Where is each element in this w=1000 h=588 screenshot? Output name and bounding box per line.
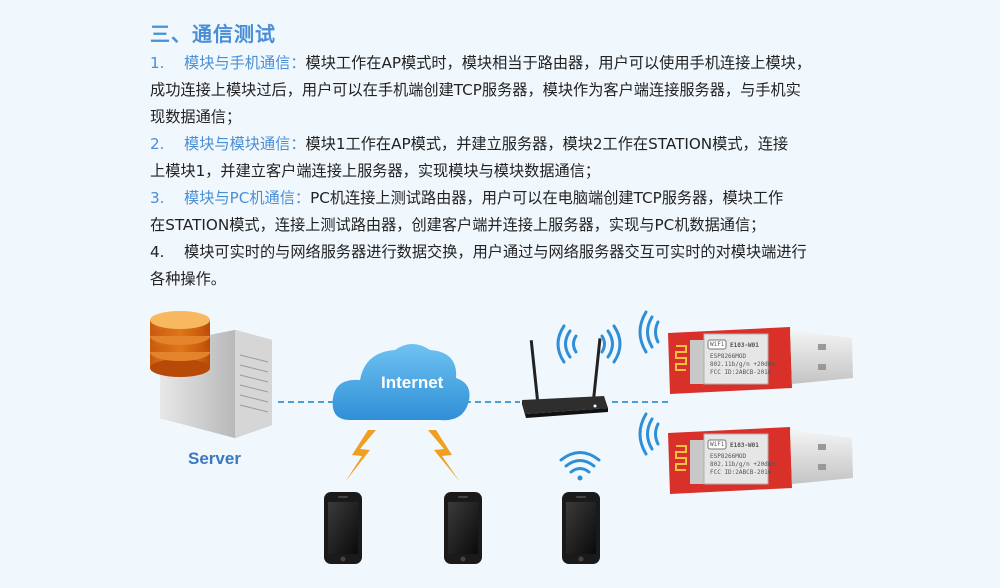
module-spec-line: FCC ID:2ABCB-2016: [710, 369, 772, 376]
server-label: Server: [188, 449, 241, 468]
item-text: 模块可实时的与网络服务器进行数据交换，用户通过与网络服务器交互可实时的对模块端进…: [184, 243, 807, 261]
item-heading: 模块与手机通信：: [184, 54, 306, 72]
item-text-line: 现数据通信；: [150, 108, 242, 126]
cloud-icon: [332, 344, 470, 421]
item-number: 2.: [150, 135, 165, 153]
module-spec-line: ESP8266MOD: [710, 453, 747, 460]
module-wifi-badge: WiFi: [710, 441, 725, 448]
module-spec-line: 802.11b/g/n +20dBm: [710, 461, 776, 468]
item-2: 2. 模块与模块通信：模块1工作在AP模式，并建立服务器，模块2工作在STATIO…: [150, 131, 865, 185]
module-model: E103-W01: [730, 442, 759, 449]
item-heading: 模块与PC机通信：: [184, 189, 311, 207]
item-text-line: 成功连接上模块过后，用户可以在手机端创建TCP服务器，模块作为客户端连接服务器，…: [150, 81, 801, 99]
item-heading: 模块与模块通信：: [184, 135, 306, 153]
item-text: 模块工作在AP模式时，模块相当于路由器，用户可以使用手机连接上模块，: [305, 54, 812, 72]
wifi-module-icon: [668, 427, 853, 494]
lightning-icon: [428, 430, 460, 482]
module-wifi-badge: WiFi: [710, 341, 725, 348]
module-spec-line: 802.11b/g/n +20dBm: [710, 361, 776, 368]
lightning-icon: [345, 430, 376, 482]
section-title: 三、通信测试: [150, 22, 276, 46]
item-text-line: 在STATION模式，连接上测试路由器，创建客户端并连接上服务器，实现与PC机数…: [150, 216, 766, 234]
module-spec-line: FCC ID:2ABCB-2016: [710, 469, 772, 476]
item-number: 1.: [150, 54, 165, 72]
wifi-signal-icon: [638, 310, 660, 354]
cloud-label: Internet: [381, 373, 444, 392]
wifi-module-icon: [668, 327, 853, 394]
item-3: 3. 模块与PC机通信：PC机连接上测试路由器，用户可以在电脑端创建TCP服务器，…: [150, 185, 865, 239]
phone-icon: [562, 492, 600, 564]
wifi-signal-icon: [556, 324, 622, 364]
item-number: 3.: [150, 189, 165, 207]
phone-icon: [444, 492, 482, 564]
item-number: 4.: [150, 243, 165, 261]
item-text-line: 上模块1，并建立客户端连接上服务器，实现模块与模块数据通信；: [150, 162, 601, 180]
database-icon: [150, 311, 210, 377]
description: 1. 模块与手机通信：模块工作在AP模式时，模块相当于路由器，用户可以使用手机连接…: [150, 50, 865, 293]
item-text-line: 各种操作。: [150, 270, 226, 288]
item-text: 模块1工作在AP模式，并建立服务器，模块2工作在STATION模式，连接: [305, 135, 789, 153]
module-spec-line: ESP8266MOD: [710, 353, 747, 360]
phone-icon: [324, 492, 362, 564]
wifi-signal-icon: [559, 451, 601, 481]
router-icon: [522, 338, 608, 418]
item-text: PC机连接上测试路由器，用户可以在电脑端创建TCP服务器，模块工作: [310, 189, 784, 207]
wifi-signal-icon: [638, 412, 660, 456]
item-1: 1. 模块与手机通信：模块工作在AP模式时，模块相当于路由器，用户可以使用手机连接…: [150, 50, 865, 131]
item-4: 4. 模块可实时的与网络服务器进行数据交换，用户通过与网络服务器交互可实时的对模块…: [150, 239, 865, 293]
module-model: E103-W01: [730, 342, 759, 349]
